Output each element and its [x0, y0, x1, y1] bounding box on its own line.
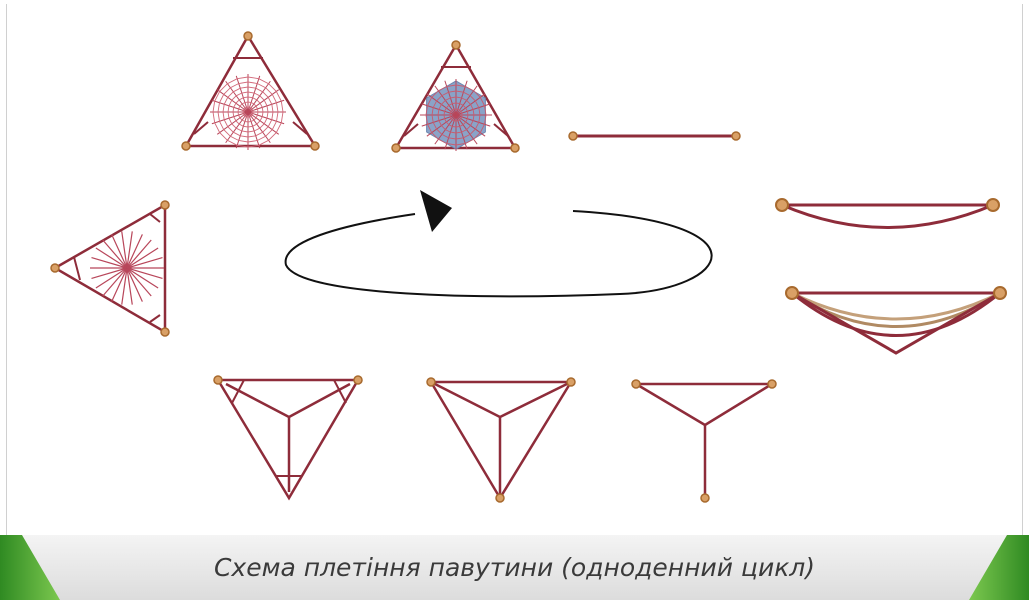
radial-thread — [225, 80, 249, 113]
radial-thread — [91, 267, 128, 279]
radial-thread — [247, 89, 280, 113]
spiral-ring — [443, 102, 469, 128]
caption-band — [0, 535, 1029, 600]
radial-thread — [216, 111, 249, 135]
radial-thread — [126, 267, 159, 289]
stage-5-triangle-frame — [426, 377, 576, 503]
capture-spiral-ring — [222, 86, 274, 138]
capture-spiral-ring — [227, 91, 269, 133]
diagram-frame — [6, 4, 1023, 544]
capture-spiral-ring — [212, 76, 284, 148]
radial-thread — [247, 111, 261, 149]
capture-spiral-ring — [242, 106, 254, 118]
stage-1-single-thread — [568, 131, 741, 141]
radial-thread — [126, 267, 152, 297]
stage-6-frame-reinforced — [213, 375, 363, 501]
spiral-ring — [449, 108, 463, 122]
cycle-arrow — [284, 190, 713, 298]
radial-thread — [216, 89, 249, 113]
radial-thread — [225, 111, 249, 144]
stage-7-radii — [50, 200, 170, 337]
radial-thread — [247, 75, 261, 113]
radial-thread — [126, 247, 159, 269]
diagram-caption: Схема плетіння павутини (одноденний цикл… — [213, 553, 816, 582]
stage-4-y-frame — [631, 379, 777, 503]
capture-spiral-ring — [232, 96, 264, 128]
radial-thread — [121, 267, 128, 305]
spiral-ring — [431, 90, 481, 140]
capture-spiral-ring — [237, 101, 259, 123]
radial-thread — [111, 267, 128, 302]
radial-thread — [126, 234, 143, 269]
radial-thread — [102, 239, 128, 269]
radial-thread — [95, 267, 128, 289]
stage-8-temporary-spiral — [391, 40, 520, 153]
radial-thread — [247, 111, 280, 135]
radial-thread — [126, 239, 152, 269]
radial-thread — [247, 111, 271, 144]
stage-2-sagging-thread — [775, 198, 1000, 229]
radial-thread — [235, 111, 249, 149]
radial-thread — [211, 111, 249, 125]
radial-thread — [121, 231, 128, 269]
radial-thread — [235, 75, 249, 113]
radial-thread — [126, 267, 133, 305]
radial-thread — [95, 247, 128, 269]
radial-thread — [126, 231, 133, 269]
radial-thread — [247, 80, 271, 113]
radial-thread — [211, 99, 249, 113]
radial-thread — [91, 257, 128, 269]
radial-thread — [247, 99, 285, 113]
stage-3-multiple-threads — [785, 286, 1007, 355]
radial-thread — [102, 267, 128, 297]
stage-9-capture-spiral — [181, 31, 320, 151]
radial-thread — [126, 267, 163, 279]
spiral-ring — [437, 96, 475, 134]
radial-thread — [126, 257, 163, 269]
radial-thread — [247, 111, 285, 125]
radial-thread — [126, 267, 143, 302]
radial-thread — [111, 234, 128, 269]
capture-spiral-ring — [217, 81, 279, 143]
spiral-ring — [425, 84, 487, 146]
